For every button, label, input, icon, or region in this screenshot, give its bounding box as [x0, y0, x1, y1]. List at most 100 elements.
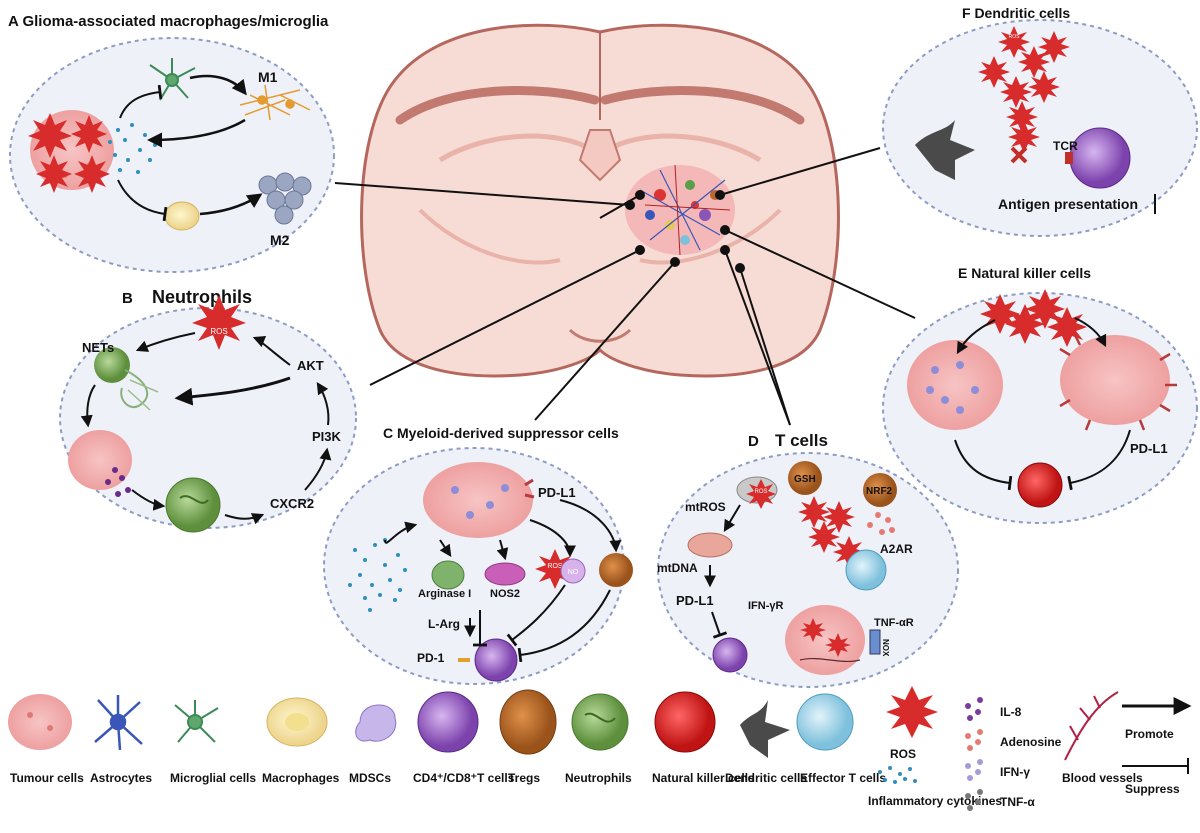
m1-cells [239, 84, 311, 121]
legend-blood-label: Blood vessels [1062, 771, 1143, 785]
legend-cytokine-icon [878, 766, 917, 784]
panel-e-title: E Natural killer cells [958, 265, 1091, 281]
legend-inflam-label: Inflammatory cytokines [868, 794, 1002, 808]
larg-label: L-Arg [428, 617, 460, 631]
ifngr-label: IFN-γR [748, 600, 784, 612]
legend-ifng-icon [965, 759, 983, 781]
legend-neutro-label: Neutrophils [565, 771, 632, 785]
legend-il8-icon [965, 697, 983, 721]
m2-cells [258, 172, 312, 225]
legend-tcell-icon [417, 691, 479, 753]
legend-cd-label: CD4⁺/CD8⁺T cells [413, 771, 515, 785]
legend-suppress-label: Suppress [1125, 782, 1180, 796]
gsh-label: GSH [794, 474, 816, 485]
cytokine-dots-a [108, 123, 157, 174]
ros-d-label: ROS [754, 489, 767, 495]
ros-f-label: ROS [1009, 34, 1021, 40]
legend-adenosine-label: Adenosine [1000, 735, 1062, 749]
m2-label: M2 [270, 232, 290, 248]
panel-a-title: A Glioma-associated macrophages/microgli… [8, 13, 329, 30]
ros-burst-a [28, 113, 110, 193]
mitochondrion-ros: ROS [736, 476, 778, 509]
cxcr2-label: CXCR2 [270, 496, 314, 511]
legend-il8-label: IL-8 [1000, 705, 1022, 719]
tumour-cluster-b [68, 430, 132, 497]
tumour-cell-d [785, 605, 865, 675]
panel-c: C Myeloid-derived suppressor cells PD-L1… [323, 425, 633, 685]
microglia-cell-a [149, 58, 196, 101]
akt-label: AKT [297, 358, 324, 373]
ros-cluster-e [980, 289, 1087, 347]
panel-d-title: T cells [775, 431, 828, 450]
panel-e: E Natural killer cells PD-L1 [882, 265, 1198, 524]
panel-b-letter: B [122, 290, 133, 307]
pd1-label: PD-1 [417, 651, 445, 665]
brain-section [360, 23, 840, 378]
legend-mdsc-label: MDSCs [349, 771, 391, 785]
ros-cluster-d [798, 496, 865, 568]
nos2-label: NOS2 [490, 588, 520, 600]
legend-ros-label: ROS [890, 747, 916, 761]
panel-d: D T cells ROS mtROS mtDNA PD-L1 GSH NRF2 [657, 431, 959, 688]
legend-dendritic-icon [740, 700, 790, 758]
nets-label: NETs [82, 340, 114, 355]
neutrophil-b [165, 477, 221, 533]
legend-microglia-label: Microglial cells [170, 771, 256, 785]
a2ar-label: A2AR [880, 542, 913, 556]
pdl1-e-label: PD-L1 [1130, 441, 1168, 456]
connector-lines [334, 147, 916, 426]
mtdna-label: mtDNA [657, 561, 698, 575]
legend-tnfa-icon [965, 789, 983, 811]
panel-f-title: F Dendritic cells [962, 5, 1070, 21]
ros-cluster-f [978, 26, 1070, 153]
ros-no-c: ROS NO [535, 549, 586, 589]
legend-tregs-label: Tregs [508, 771, 540, 785]
legend-ros-icon [886, 686, 938, 738]
legend-macro-label: Macrophages [262, 771, 340, 785]
legend-effector-label: Effector T cells [800, 771, 886, 785]
legend: Tumour cells Astrocytes Microglial cells… [8, 686, 1192, 811]
tnfar-label: TNF-αR [874, 617, 914, 629]
antigen-label: Antigen presentation [998, 196, 1138, 212]
legend-neutrophil-icon [571, 693, 629, 751]
legend-ifng-label: IFN-γ [1000, 765, 1030, 779]
panel-b-title: Neutrophils [152, 287, 252, 307]
legend-tumour-label: Tumour cells [10, 771, 84, 785]
panel-d-letter: D [748, 433, 759, 450]
panel-a: A Glioma-associated macrophages/microgli… [8, 13, 335, 273]
legend-astrocyte-icon [94, 695, 143, 751]
nox-label: NOX [881, 639, 890, 657]
legend-nk-label: Natural killer cells [652, 771, 755, 785]
cytokine-cloud-c [348, 538, 407, 612]
panel-f: F Dendritic cells ROS TCR Antigen presen… [882, 5, 1198, 237]
legend-tnfa-label: TNF-α [1000, 795, 1035, 809]
legend-macrophage-icon [266, 697, 328, 747]
legend-treg-icon [499, 689, 557, 755]
legend-nk-icon [654, 691, 716, 753]
legend-promote-label: Promote [1125, 727, 1174, 741]
legend-adenosine-icon [965, 729, 983, 751]
pdl1-c-label: PD-L1 [538, 485, 576, 500]
connector-dots [625, 190, 745, 273]
legend-effector-icon [796, 693, 854, 751]
m1-label: M1 [258, 69, 278, 85]
tcr-label: TCR [1053, 139, 1078, 153]
nrf2-label: NRF2 [866, 486, 893, 497]
legend-vessel-icon [1064, 691, 1119, 761]
no-c-label: NO [568, 569, 579, 576]
nets-neutrophil [94, 347, 159, 411]
ros-b-label: ROS [210, 327, 227, 336]
panel-c-title: C Myeloid-derived suppressor cells [383, 425, 619, 441]
pdl1-spikes-e [1059, 334, 1177, 431]
legend-astro-label: Astrocytes [90, 771, 152, 785]
ros-c-label: ROS [547, 563, 563, 570]
adenosine-dots-d [867, 512, 895, 535]
arginase-label: Arginase I [418, 588, 471, 600]
ros-burst-b: ROS [192, 295, 246, 350]
legend-tumour-icon [8, 694, 72, 750]
brain-tumour-mass [625, 164, 735, 256]
legend-dendritic-label: Dendritic cells [725, 771, 807, 785]
tumour-nuclei-e [926, 361, 979, 414]
